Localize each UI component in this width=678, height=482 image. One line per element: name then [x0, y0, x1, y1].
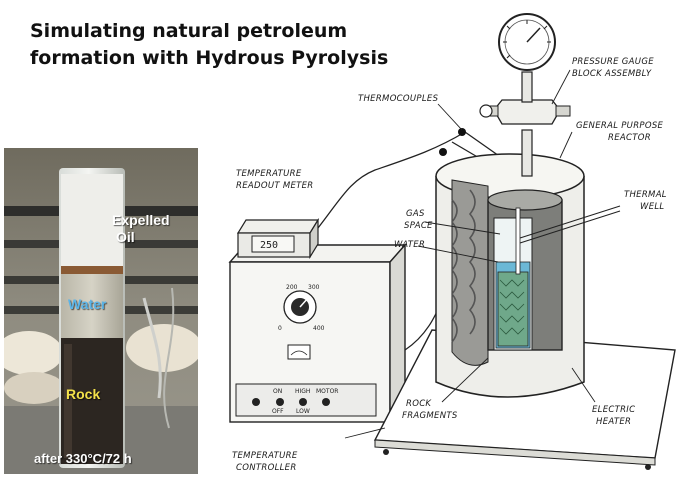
leader-lines — [344, 69, 596, 439]
label-reactor-2: REACTOR — [608, 133, 651, 143]
photo-caption: after 330°C/72 h — [34, 451, 132, 466]
label-thermal-well-2: WELL — [640, 202, 664, 212]
photo-label-expelled: Expelled — [112, 212, 170, 228]
photo-label-water: Water — [68, 296, 107, 312]
label-gas-space-1: GAS — [406, 209, 425, 219]
label-electric-heater-1: ELECTRIC — [592, 405, 635, 415]
label-water: WATER — [394, 240, 425, 250]
thermocouple-junction-1 — [439, 148, 447, 156]
high-low-switch[interactable] — [299, 398, 307, 406]
motor-switch[interactable] — [322, 398, 330, 406]
dial-label-0: 0 — [278, 325, 282, 332]
label-temp-readout-2: READOUT METER — [236, 181, 314, 191]
label-temp-controller-1: TEMPERATURE — [232, 451, 298, 461]
dial-label-300: 300 — [308, 284, 320, 291]
pressure-gauge-assembly — [479, 13, 571, 177]
title-line-2: formation with Hydrous Pyrolysis — [30, 47, 389, 69]
power-switch[interactable] — [252, 398, 260, 406]
label-electric-heater-2: HEATER — [596, 417, 631, 427]
label-gas-space-2: SPACE — [404, 221, 433, 231]
dial-label-400: 400 — [313, 325, 325, 332]
switch-label-low: LOW — [296, 408, 310, 415]
on-off-switch[interactable] — [276, 398, 284, 406]
switch-label-motor: MOTOR — [316, 388, 338, 395]
valve-handle[interactable] — [479, 104, 493, 118]
label-pressure-gauge-2: BLOCK ASSEMBLY — [572, 69, 652, 79]
switch-label-off: OFF — [272, 408, 284, 415]
diagram-labels: PRESSURE GAUGE BLOCK ASSEMBLY THERMOCOUP… — [232, 57, 667, 473]
label-temp-readout-1: TEMPERATURE — [236, 169, 302, 179]
label-rock-fragments-1: ROCK — [406, 399, 432, 409]
reactor-tube-photo: Expelled Oil Water Rock after 330°C/72 h — [4, 148, 198, 474]
label-thermocouples: THERMOCOUPLES — [358, 94, 439, 104]
label-temp-controller-2: CONTROLLER — [236, 463, 297, 473]
switch-label-on: ON — [273, 388, 282, 395]
apparatus-diagram: 200 300 0 400 ON OFF HIGH LOW MOTOR 250 — [228, 13, 676, 473]
temperature-readout-meter: 250 — [236, 217, 320, 260]
photo-illustration — [4, 148, 198, 474]
dial-label-200: 200 — [286, 284, 298, 291]
label-reactor-1: GENERAL PURPOSE — [576, 121, 664, 131]
photo-label-rock: Rock — [66, 386, 101, 402]
thermocouple-junction-2 — [458, 128, 466, 136]
temperature-controller: 200 300 0 400 ON OFF HIGH LOW MOTOR — [228, 243, 407, 424]
title-line-1: Simulating natural petroleum — [30, 20, 348, 42]
page-title: Simulating natural petroleum formation w… — [30, 18, 430, 72]
photo-label-oil: Oil — [116, 229, 135, 245]
label-thermal-well-1: THERMAL — [624, 190, 667, 200]
electric-heater-reactor — [435, 153, 621, 398]
label-rock-fragments-2: FRAGMENTS — [402, 411, 458, 421]
readout-value: 250 — [260, 240, 278, 251]
switch-label-high: HIGH — [295, 388, 310, 395]
label-pressure-gauge-1: PRESSURE GAUGE — [572, 57, 654, 67]
